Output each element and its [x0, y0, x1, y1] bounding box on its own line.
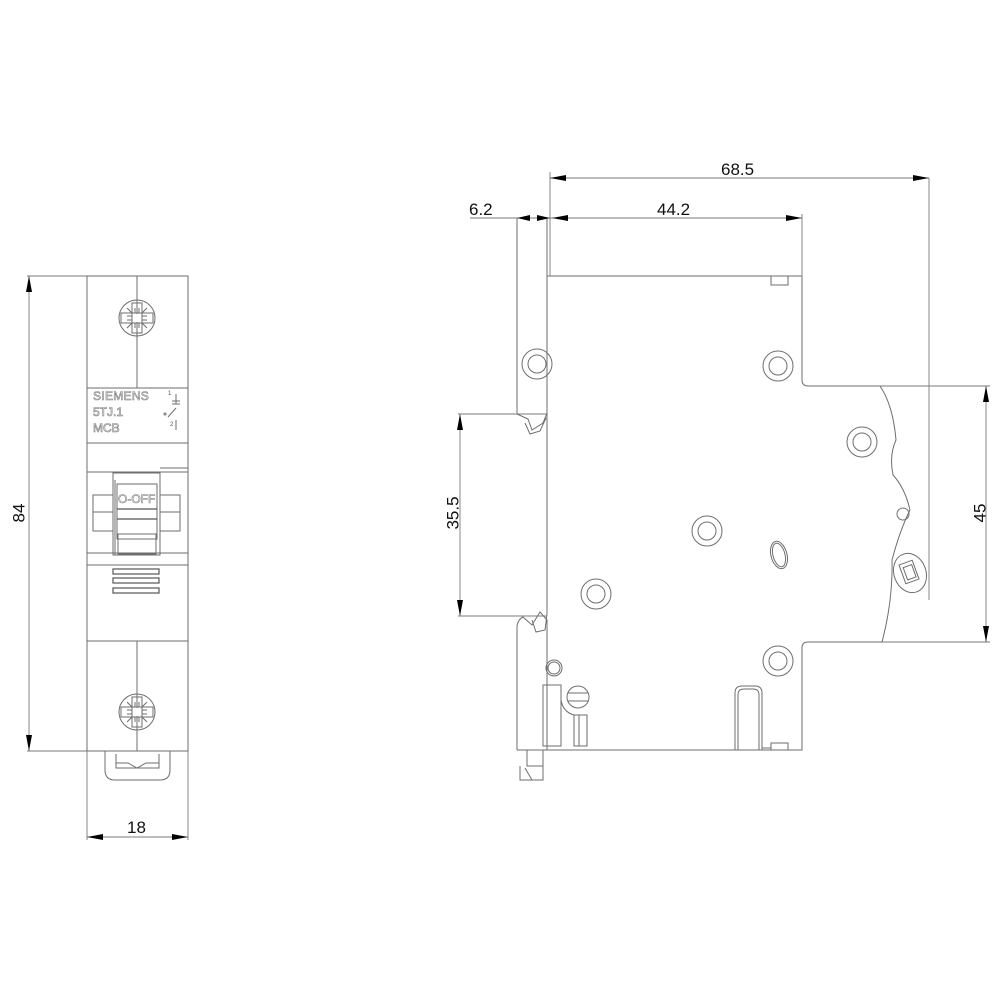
side-boss-4 — [691, 515, 723, 547]
front-depth-dimension — [550, 214, 803, 276]
din-clip — [104, 751, 171, 781]
side-boss-3 — [846, 426, 878, 458]
trip-lever — [892, 552, 928, 594]
front-width-dimension — [86, 751, 189, 840]
type-label: MCB — [93, 421, 120, 436]
dim-overall-depth: 68.5 — [721, 160, 755, 179]
toggle-housing — [112, 472, 161, 556]
front-view — [86, 275, 189, 781]
side-boss-6 — [762, 645, 794, 677]
switch-position-label: O-OFF — [118, 492, 156, 507]
dim-front-depth: 44.2 — [657, 200, 691, 219]
dim-rail-height: 35.5 — [443, 496, 463, 530]
brand-label: SIEMENS — [93, 389, 150, 404]
dim-rail-offset: 6.2 — [469, 200, 493, 219]
front-height-45-dimension — [880, 385, 990, 643]
overall-depth-dimension — [549, 172, 929, 276]
breaker-contact-symbol-icon — [163, 394, 180, 430]
oval-slot — [769, 540, 789, 570]
rail-height-dimension — [457, 413, 547, 617]
side-view — [516, 178, 930, 781]
model-label: 5TJ.1 — [93, 405, 124, 420]
dim-height-84: 84 — [9, 503, 29, 523]
rail-offset-dimension — [470, 215, 550, 221]
side-boss-5 — [580, 578, 612, 610]
side-body-outline — [516, 218, 911, 751]
terminal-1-label: 1 — [168, 391, 172, 397]
front-height-dimension — [26, 275, 87, 752]
side-boss-2 — [762, 350, 794, 382]
dim-front-height: 45 — [970, 503, 990, 523]
terminal-2-label: 2 — [170, 422, 174, 428]
dim-width-18: 18 — [127, 818, 146, 837]
